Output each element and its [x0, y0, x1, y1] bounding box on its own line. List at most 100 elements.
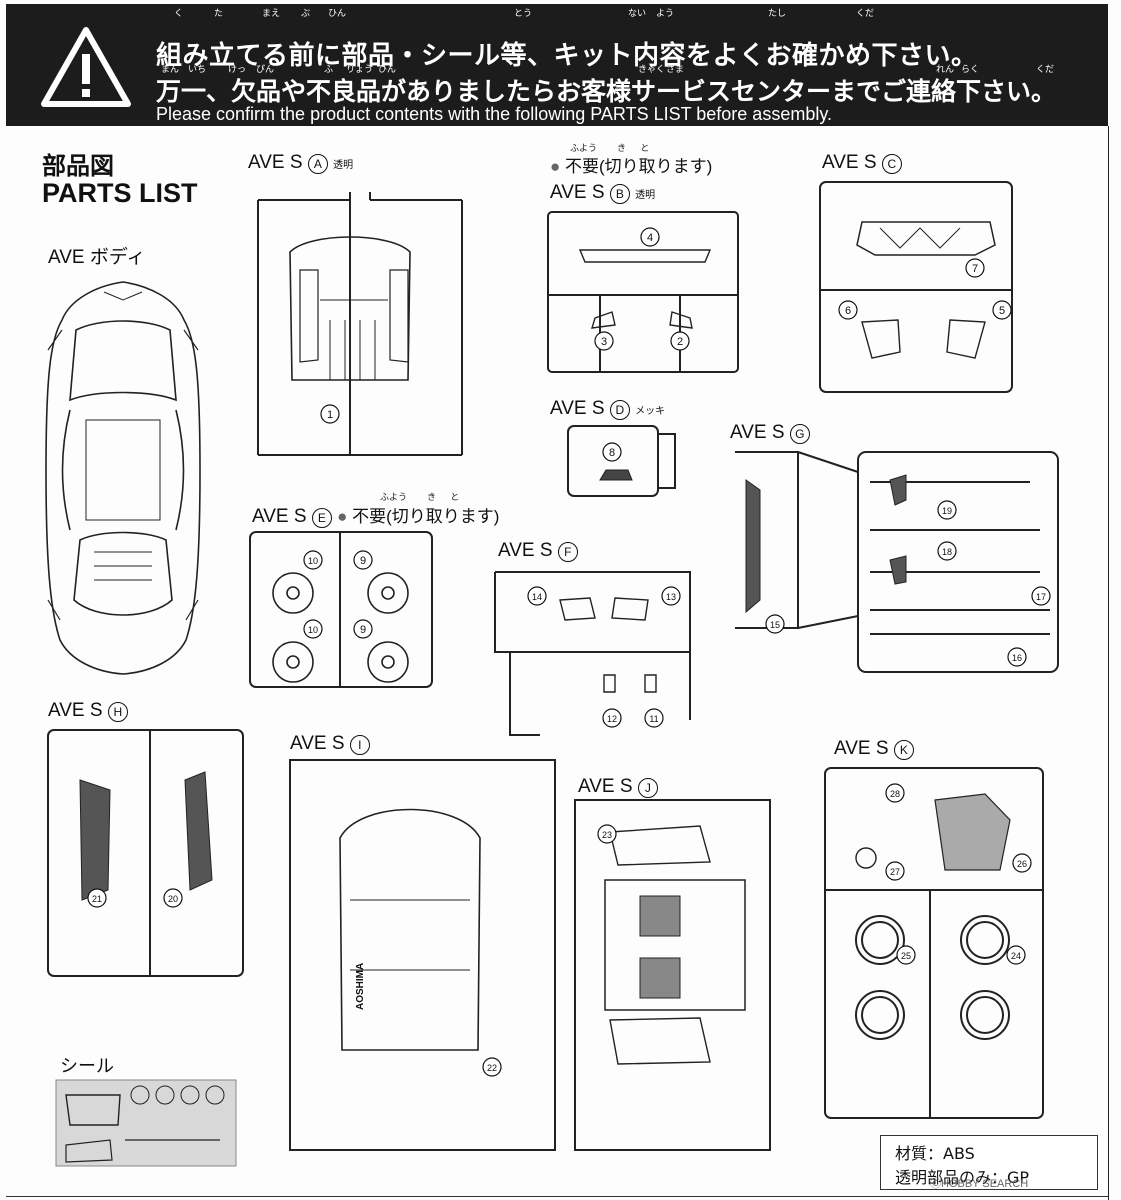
part-number-circle: [353, 550, 373, 570]
part-number-circle: [937, 500, 957, 520]
sprue-name: AVE S: [252, 506, 307, 527]
seal-label: シール: [60, 1056, 114, 1076]
parts-list-title-en: PARTS LIST: [42, 178, 198, 208]
sprue-b-label: AVE S B 透明: [550, 182, 655, 204]
car-body-drawing: [45, 281, 201, 675]
part-number: 9: [360, 555, 366, 567]
sprue-c-frame: [819, 181, 1013, 393]
part-number: 26: [1017, 859, 1027, 869]
material-line-1: 材質：ABS: [895, 1144, 975, 1163]
warning-banner: く た まえ ぶ ひん とう ない よう たし くだ まん いち けっ ぴん ふ…: [6, 4, 1108, 126]
ruby-text: く: [174, 9, 184, 19]
ruby-text: たし: [768, 9, 787, 19]
part-number-circle: [1012, 853, 1032, 873]
furigana-text: き: [427, 493, 437, 503]
unneeded-text: 不要(切り取ります): [565, 157, 713, 176]
sprue-f-label: AVE S F: [498, 540, 578, 562]
part-number-circle: [765, 614, 785, 634]
part-number-circle: [838, 300, 858, 320]
part-number: 6: [845, 305, 851, 317]
sprue-e-frame: [249, 531, 433, 688]
ruby-text: まえ: [262, 9, 281, 19]
sprue-name: AVE S: [550, 182, 605, 203]
ruby-text: くだ: [856, 9, 875, 19]
sprue-mark: K: [893, 740, 914, 760]
unneeded-note-e: ● 不要(切り取ります): [337, 507, 499, 526]
bullet-icon: ●: [550, 157, 561, 176]
ruby-text: いち: [188, 65, 207, 75]
part-number-circle: [353, 619, 373, 639]
unneeded-furigana: ふよう き と: [380, 490, 459, 503]
sprue-name: AVE S: [48, 700, 103, 721]
unneeded-note-b: ● 不要(切り取ります): [550, 152, 712, 177]
sprue-mark: J: [637, 778, 658, 798]
part-number: 10: [308, 625, 318, 635]
sprue-note: メッキ: [635, 406, 666, 417]
warning-line-2: 万一、欠品や不良品がありましたらお客様サービスセンターまでご連絡下さい。: [156, 77, 1057, 106]
part-number: 7: [972, 263, 978, 275]
material-line-2: 透明部品のみ：GP: [895, 1168, 1030, 1187]
part-number: 20: [168, 894, 178, 904]
part-number: 15: [770, 620, 780, 630]
sprue-f-frame: [494, 571, 691, 736]
sprue-name: AVE S: [498, 540, 553, 561]
body-label: AVE ボディ: [48, 247, 146, 268]
aoshima-stamp: AOSHIMA: [355, 962, 366, 1010]
part-number: 1: [327, 409, 333, 421]
sprue-name: AVE S: [290, 733, 345, 754]
ruby-text: ひん: [328, 9, 347, 19]
part-number: 19: [942, 506, 952, 516]
ruby-text: れん: [936, 65, 955, 75]
part-number: 17: [1036, 592, 1046, 602]
sprue-name: AVE S: [578, 776, 633, 797]
ruby-text: よう: [656, 9, 675, 19]
part-number: 14: [532, 592, 542, 602]
sprue-j-frame: [574, 799, 771, 1151]
furigana-text: ふよう: [570, 144, 598, 154]
part-number: 8: [609, 447, 615, 459]
ruby-text: た: [214, 9, 224, 19]
sprue-mark: C: [881, 154, 902, 174]
part-number: 25: [901, 951, 911, 961]
ruby-text: けっ: [228, 65, 247, 75]
part-number: 16: [1012, 653, 1022, 663]
part-number-circle: [965, 258, 985, 278]
furigana-text: と: [450, 493, 460, 503]
part-number-circle: [640, 227, 660, 247]
unneeded-text: 不要(切り取ります): [352, 507, 500, 526]
sprue-note: 透明: [333, 160, 354, 171]
part-number-circle: [594, 331, 614, 351]
sprue-k-frame: [824, 767, 1044, 1119]
watermark: ⒸHOBBY SEARCH: [930, 1178, 1029, 1190]
sprue-b-frame: [547, 211, 739, 373]
part-number-circle: [896, 945, 916, 965]
part-number-circle: [661, 586, 681, 606]
furigana-text: ふよう: [380, 493, 408, 503]
sprue-mark: I: [349, 735, 370, 755]
sprue-h-label: AVE S H: [48, 700, 128, 722]
part-number-circle: [163, 888, 183, 908]
sprue-a-frame: [257, 192, 463, 456]
part-number-circle: [1007, 647, 1027, 667]
unneeded-furigana: ふよう き と: [570, 141, 649, 154]
part-number: 22: [487, 1063, 497, 1073]
ruby-text: らく: [961, 65, 980, 75]
page-bottom-border: [6, 1196, 1108, 1197]
sprue-mark: B: [609, 184, 630, 204]
sprue-k-label: AVE S K: [834, 738, 914, 760]
part-number-circle: [303, 550, 323, 570]
warning-line-3: Please confirm the product contents with…: [156, 104, 833, 124]
part-number-circle: [937, 541, 957, 561]
part-number: 23: [602, 830, 612, 840]
sprue-d-label: AVE S D メッキ: [550, 398, 665, 420]
sprue-i-label: AVE S I: [290, 733, 370, 755]
part-number-circle: [602, 708, 622, 728]
furigana-text: と: [640, 144, 650, 154]
part-number: 2: [677, 336, 683, 348]
ruby-text: とう: [514, 9, 533, 19]
part-number-circle: [1031, 586, 1051, 606]
material-box: 材質：ABS 透明部品のみ：GP: [880, 1135, 1098, 1190]
part-number-circle: [644, 708, 664, 728]
warning-triangle-icon: [41, 27, 131, 107]
